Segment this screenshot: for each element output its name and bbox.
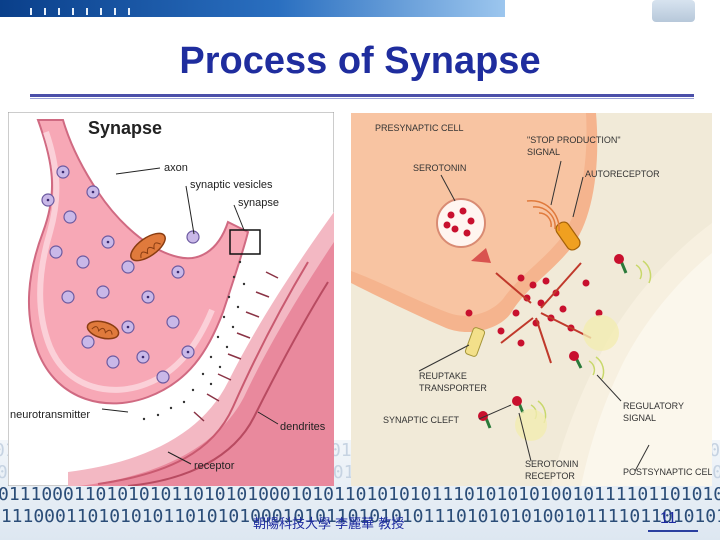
presynaptic-label: PRESYNAPTIC CELL (375, 123, 464, 133)
vesicles-label: synaptic vesicles (190, 179, 273, 191)
reuptake-label: REUPTAKE (419, 371, 467, 381)
synapse-diagram: Synapse axon synaptic vesicles synapse n… (8, 112, 334, 486)
banner-tick (72, 8, 74, 15)
top-corner-box (652, 0, 695, 22)
neurotransmitter-label: neurotransmitter (10, 409, 90, 421)
banner-tick (30, 8, 32, 15)
footer-author: 朝陽科技大學 李麗華 教授 (253, 517, 405, 532)
title-underline-thin (30, 98, 694, 99)
regulatory-label-2: SIGNAL (623, 413, 656, 423)
dendrites-label: dendrites (280, 421, 326, 433)
title-underline (30, 94, 694, 97)
serotonin-receptor-label-2: RECEPTOR (525, 471, 575, 481)
serotonin-label: SEROTONIN (413, 163, 466, 173)
page-number-box (648, 506, 698, 532)
top-banner (0, 0, 505, 17)
stop-signal-label: "STOP PRODUCTION" (527, 135, 621, 145)
banner-tick (44, 8, 46, 15)
cleft-label: SYNAPTIC CLEFT (383, 415, 460, 425)
serotonin-synapse-diagram: PRESYNAPTIC CELL "STOP PRODUCTION" SIGNA… (351, 113, 712, 486)
synapse-label: synapse (238, 197, 279, 209)
slide-title: Process of Synapse (179, 40, 541, 82)
stop-signal-label-2: SIGNAL (527, 147, 560, 157)
banner-tick (114, 8, 116, 15)
page-number: 11 (660, 510, 677, 527)
banner-tick (58, 8, 60, 15)
autoreceptor-label: AUTORECEPTOR (585, 169, 660, 179)
axon-label: axon (164, 162, 188, 174)
postsynaptic-label: POSTSYNAPTIC CELL (623, 467, 712, 477)
banner-tick (128, 8, 130, 15)
regulatory-label: REGULATORY (623, 401, 684, 411)
banner-tick (86, 8, 88, 15)
reuptake-label-2: TRANSPORTER (419, 383, 487, 393)
banner-tick (100, 8, 102, 15)
receptor-label: receptor (194, 460, 235, 472)
serotonin-receptor-label: SEROTONIN (525, 459, 578, 469)
synapse-heading: Synapse (88, 118, 162, 138)
